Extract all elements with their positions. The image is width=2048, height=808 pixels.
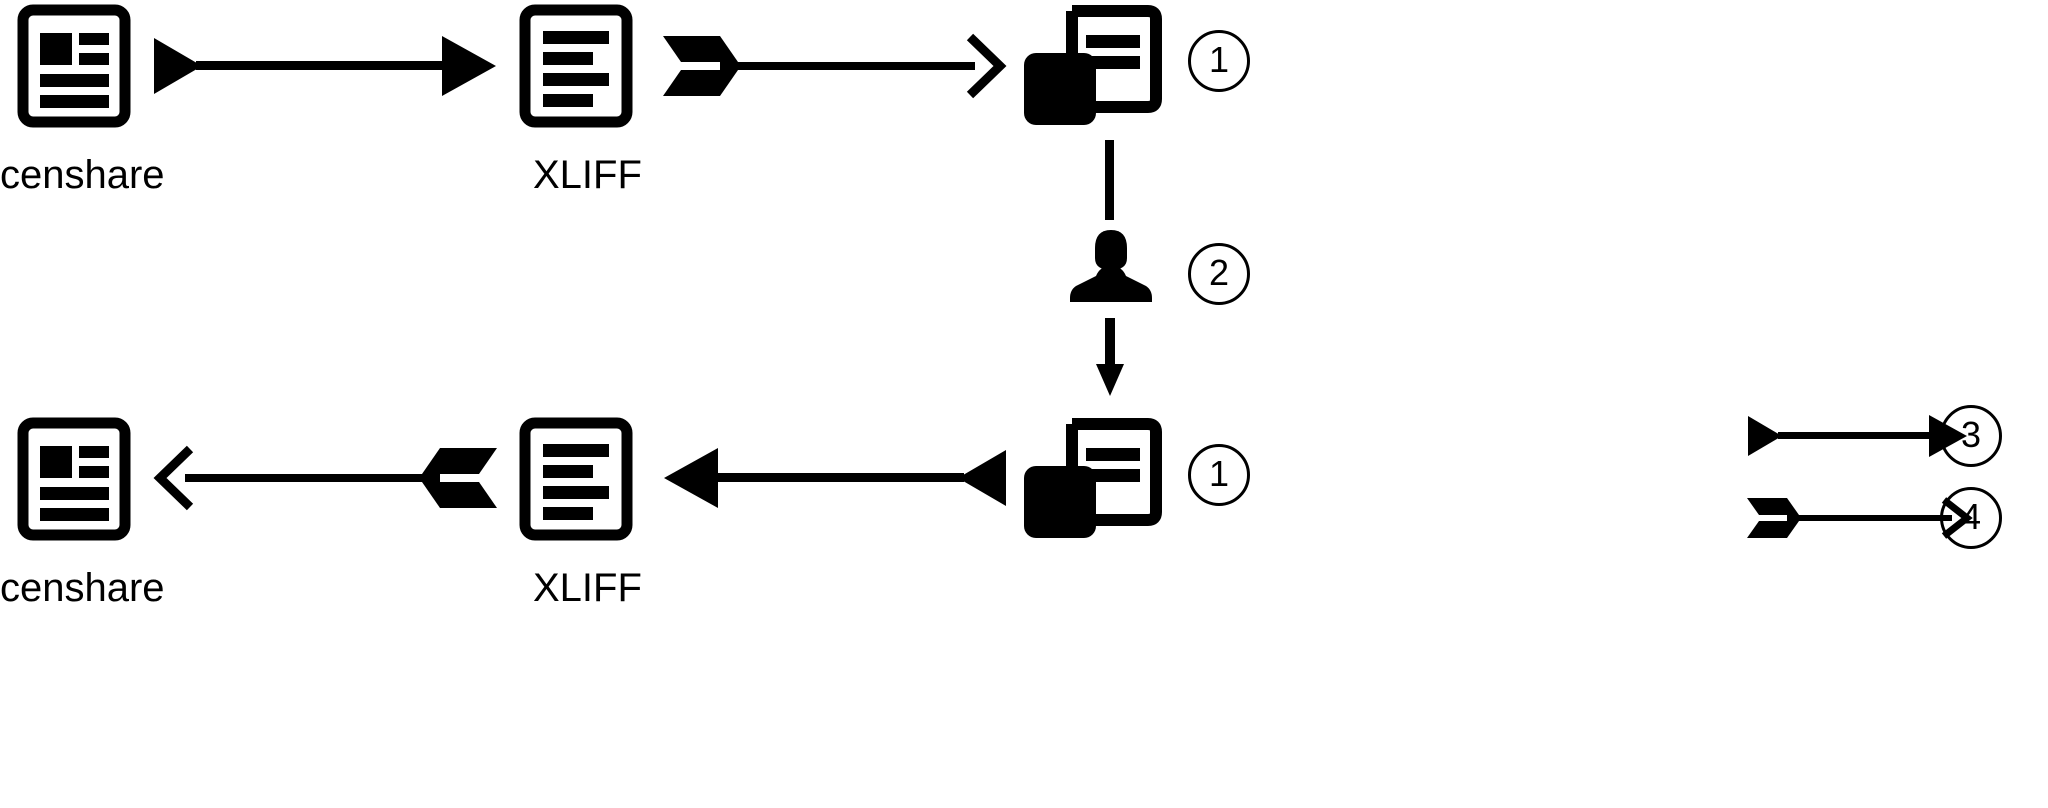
legend-marker-4-number: 4 xyxy=(1960,496,1982,537)
document-lines-icon xyxy=(519,4,633,128)
person-icon xyxy=(1070,230,1152,302)
connector-cat-to-xliff-bottom xyxy=(660,440,1010,516)
cat-tool-icon xyxy=(1024,5,1162,125)
node-translator xyxy=(1070,228,1152,304)
document-lines-icon xyxy=(519,417,633,541)
plain-line-vertical-icon xyxy=(1105,140,1114,220)
fletched-arrow-right-icon xyxy=(663,33,1007,99)
triangle-tail-arrow-left-icon xyxy=(664,448,1006,508)
node-censhare-bottom xyxy=(17,417,131,541)
connector-translator-to-cat-bottom xyxy=(1094,318,1126,400)
marker-1-bottom: 1 xyxy=(1188,444,1250,506)
label-xliff-bottom: XLIFF xyxy=(533,566,642,610)
node-xliff-bottom xyxy=(519,417,633,541)
marker-1-bottom-number: 1 xyxy=(1208,453,1230,494)
marker-1-top-number: 1 xyxy=(1208,39,1230,80)
marker-2-middle: 2 xyxy=(1188,243,1250,305)
legend-marker-3: 3 xyxy=(1940,405,2002,467)
label-censhare-top: censhare xyxy=(0,153,165,197)
label-xliff-top: XLIFF xyxy=(533,153,642,197)
document-article-icon xyxy=(17,417,131,541)
legend-marker-4: 4 xyxy=(1940,487,2002,549)
connector-cat-to-translator xyxy=(1100,140,1120,222)
cat-tool-icon xyxy=(1024,418,1162,538)
fletched-arrow-left-icon xyxy=(153,445,497,511)
label-censhare-bottom: censhare xyxy=(0,566,165,610)
connector-censhare-to-xliff-top xyxy=(150,28,500,104)
marker-1-top: 1 xyxy=(1188,30,1250,92)
node-cat-tool-bottom xyxy=(1020,418,1162,540)
node-xliff-top xyxy=(519,4,633,128)
node-cat-tool-top xyxy=(1020,5,1162,127)
node-censhare-top xyxy=(17,4,131,128)
connector-xliff-to-cat-top xyxy=(660,28,1007,104)
solid-arrow-down-icon xyxy=(1096,318,1124,396)
triangle-tail-arrow-right-icon xyxy=(154,36,496,96)
document-article-icon xyxy=(17,4,131,128)
connector-xliff-to-censhare-bottom xyxy=(150,440,500,516)
legend-marker-3-number: 3 xyxy=(1960,414,1982,455)
marker-2-number: 2 xyxy=(1208,252,1230,293)
